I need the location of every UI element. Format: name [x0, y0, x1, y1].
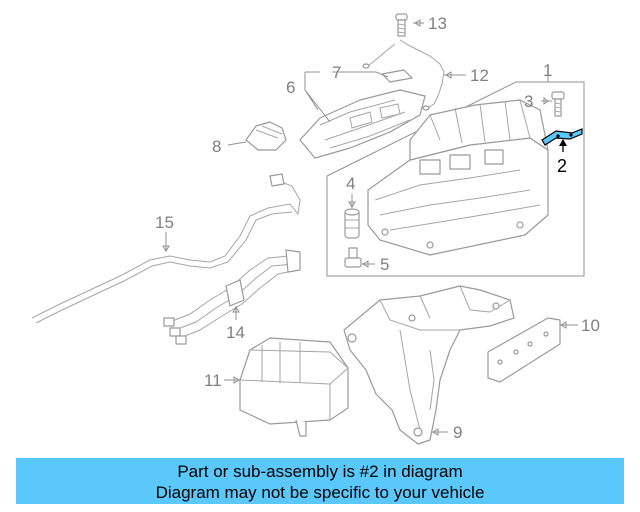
banner-line-part: Part or sub-assembly is #2 in diagram	[177, 462, 463, 481]
callout-6: 6	[286, 78, 295, 97]
info-banner: Part or sub-assembly is #2 in diagram Di…	[16, 458, 624, 504]
bolt-part-5	[344, 247, 362, 268]
callout-12: 12	[470, 66, 489, 85]
callout-11: 11	[204, 371, 222, 390]
callout-5: 5	[380, 255, 389, 274]
stud-part-4	[344, 208, 360, 239]
callout-1: 1	[543, 61, 552, 80]
cover-plate-part-6	[299, 69, 426, 159]
highlighted-bracket	[541, 128, 583, 146]
assembly-box-outline	[326, 81, 585, 277]
callout-13: 13	[428, 14, 447, 33]
cable-part-15	[31, 173, 301, 324]
cover-box-part-11	[239, 337, 349, 437]
callout-8: 8	[212, 137, 221, 156]
label-plate-part-7	[381, 69, 413, 83]
bracket-part-2	[541, 128, 583, 146]
callout-2: 2	[557, 156, 567, 176]
mounting-bracket-part-9	[343, 285, 515, 445]
bolt-part-3	[551, 91, 565, 117]
inverter-assembly	[367, 99, 549, 256]
banner-line-disclaimer: Diagram may not be specific to your vehi…	[155, 483, 485, 502]
callout-4: 4	[346, 174, 355, 193]
callout-15: 15	[155, 213, 174, 232]
bracket-plate-part-10	[487, 317, 561, 383]
sensor-cable-part-12	[362, 39, 445, 111]
harness-part-14	[163, 249, 301, 345]
bolt-part-13	[395, 13, 408, 37]
callout-9: 9	[453, 423, 462, 442]
callout-7: 7	[332, 63, 341, 82]
callout-3: 3	[524, 92, 533, 111]
parts-diagram: 1 2 3 4 5 6 7 8 9 10 11 12 13 14 15	[31, 13, 600, 445]
callout-14: 14	[226, 323, 245, 342]
callout-10: 10	[581, 316, 600, 335]
cap-part-8	[245, 121, 287, 151]
